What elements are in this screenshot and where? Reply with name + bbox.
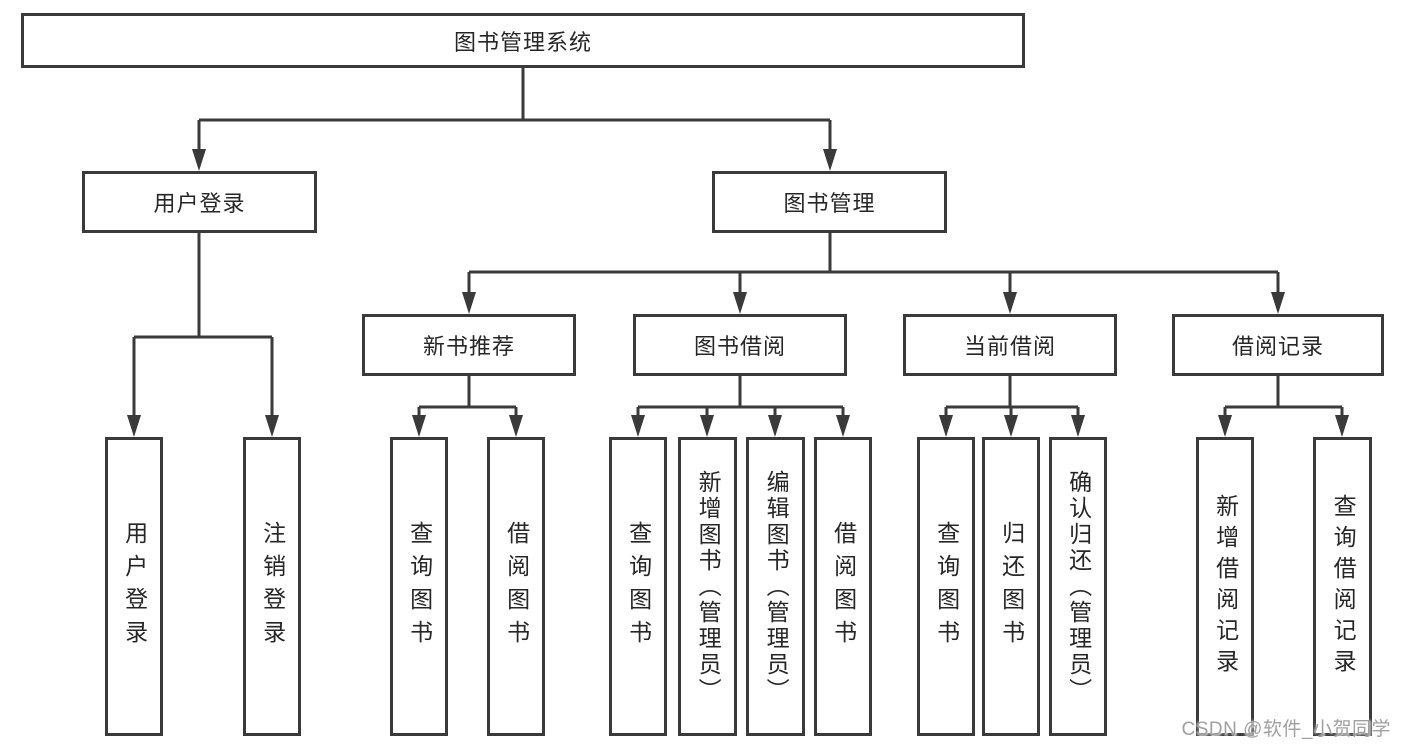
node-label: 新增借阅记录 [1212,493,1239,680]
leaf-edit-book-admin: 编辑图书（管理员） [746,437,805,736]
node-label: 用户登录 [153,191,246,216]
leaf-return-book: 归还图书 [982,437,1040,736]
leaf-logout: 注销登录 [243,437,301,736]
leaf-borrow-books-recommend: 借阅图书 [487,437,545,736]
node-label: 注销登录 [259,520,286,653]
node-label: 确认归还（管理员） [1065,469,1092,704]
leaf-confirm-return-admin: 确认归还（管理员） [1049,437,1107,736]
connector-root-to-level2 [192,68,837,171]
leaf-add-book-admin: 新增图书（管理员） [678,437,737,736]
leaf-query-books-current: 查询图书 [917,437,975,736]
leaf-query-borrow-record: 查询借阅记录 [1313,437,1372,736]
node-label: 查询图书 [933,520,960,653]
leaf-query-books-recommend: 查询图书 [390,437,448,736]
node-label: 图书借阅 [693,334,786,359]
leaf-add-borrow-record: 新增借阅记录 [1196,437,1254,736]
leaf-borrow-books: 借阅图书 [814,437,872,736]
connector-book-management-children [462,233,1285,314]
connector-borrow-records-children [1218,376,1349,437]
leaf-query-books-borrow: 查询图书 [609,437,667,736]
node-user-login: 用户登录 [82,171,317,233]
node-label: 新书推荐 [422,334,515,359]
node-label: 编辑图书（管理员） [763,469,790,704]
node-label: 借阅记录 [1231,334,1324,359]
node-new-book-recommend: 新书推荐 [362,314,576,376]
node-borrow-records: 借阅记录 [1172,314,1384,376]
node-book-borrow: 图书借阅 [633,314,847,376]
node-label: 查询借阅记录 [1330,493,1357,680]
leaf-user-login: 用户登录 [105,437,163,736]
node-label: 用户登录 [121,520,148,653]
node-label: 图书管理 [783,191,876,216]
node-label: 查询图书 [406,520,433,653]
node-label: 借阅图书 [830,520,857,653]
node-label: 查询图书 [625,520,652,653]
node-book-management: 图书管理 [712,171,947,233]
connector-user-login-children [127,233,279,437]
csdn-watermark: CSDN @软件_小贺同学 [1181,719,1391,740]
node-label: 新增图书（管理员） [695,469,722,704]
node-label: 归还图书 [998,520,1025,653]
node-root-library-system: 图书管理系统 [21,13,1025,68]
node-label: 图书管理系统 [453,29,592,55]
node-label: 借阅图书 [503,520,530,653]
connector-book-borrow-children [631,376,850,437]
node-current-borrow: 当前借阅 [903,314,1117,376]
connector-new-book-children [412,376,523,437]
node-label: 当前借阅 [963,334,1056,359]
connector-current-borrow-children [939,376,1085,437]
